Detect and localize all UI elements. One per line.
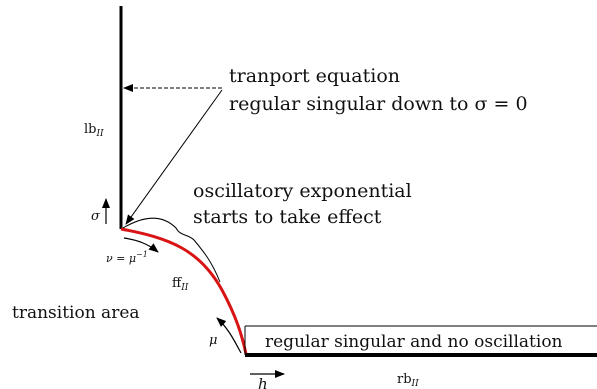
oscillatory-brace	[122, 217, 221, 283]
mu-label: μ	[209, 333, 217, 348]
no-oscillation-label: regular singular and no oscillation	[265, 332, 563, 352]
rb-label: rbII	[397, 372, 419, 389]
transport-arrow-diagonal	[125, 89, 223, 225]
regular-singular-label: regular singular down to σ = 0	[229, 93, 528, 115]
nu-arrow	[123, 237, 159, 253]
takes-effect-label: starts to take effect	[193, 206, 382, 228]
h-label: h	[258, 375, 268, 389]
lb-label: lbII	[84, 122, 104, 139]
mu-arrow	[216, 317, 242, 354]
front-face-curve	[120, 227, 248, 355]
transition-area-label: transition area	[12, 303, 140, 323]
nu-label: ν = μ−1	[106, 250, 148, 265]
ff-label: ffII	[172, 276, 189, 293]
transport-equation-label: tranport equation	[229, 65, 400, 87]
sigma-label: σ	[91, 209, 101, 224]
oscillatory-label: oscillatory exponential	[193, 180, 412, 202]
